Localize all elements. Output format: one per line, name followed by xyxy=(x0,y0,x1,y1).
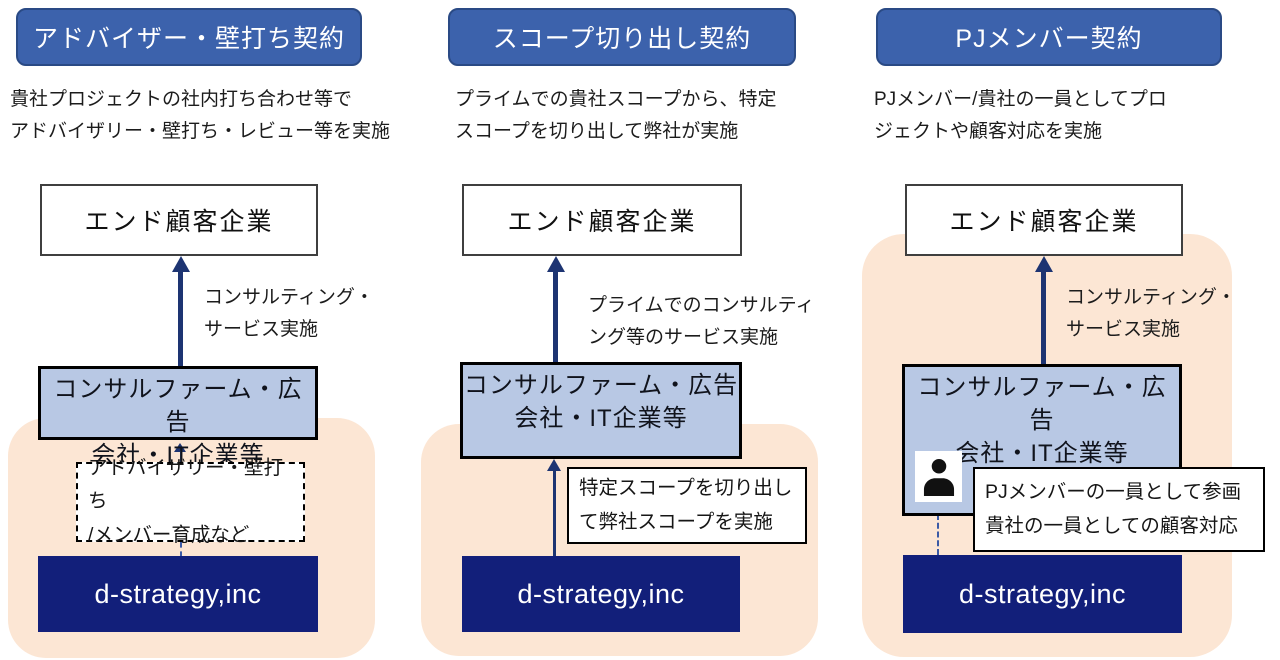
support-arrow-dashed-line xyxy=(180,451,182,462)
scope-arrow-stem xyxy=(553,470,556,556)
d-strategy-box: d-strategy,inc xyxy=(903,555,1182,633)
service-arrow-label: プライムでのコンサルティ ング等のサービス実施 xyxy=(588,295,815,349)
end-customer-box: エンド顧客企業 xyxy=(40,184,318,256)
support-arrow-head xyxy=(174,443,186,452)
support-connector-dashed-line xyxy=(180,542,182,557)
d-strategy-box: d-strategy,inc xyxy=(38,556,318,632)
person-icon xyxy=(915,451,962,502)
service-arrow-head xyxy=(1035,256,1053,272)
contract-type-header: PJメンバー契約 xyxy=(876,8,1222,66)
contract-description: PJメンバー/貴社の一員としてプロ ジェクトや顧客対応を実施 xyxy=(874,89,1167,142)
contract-type-header: スコープ切り出し契約 xyxy=(448,8,796,66)
consulting-firm-box: コンサルファーム・広告 会社・IT企業等 xyxy=(460,362,742,459)
service-arrow-stem xyxy=(1041,271,1046,364)
end-customer-box: エンド顧客企業 xyxy=(905,184,1183,256)
consulting-firm-box: コンサルファーム・広告 会社・IT企業等 xyxy=(38,366,318,469)
service-arrow-stem xyxy=(553,271,558,363)
member-arrow-dashed-line xyxy=(937,514,939,555)
d-strategy-box: d-strategy,inc xyxy=(462,556,740,632)
engagement-note-box: アドバイザリー・壁打ち /メンバー育成など xyxy=(76,457,305,546)
service-arrow-label: コンサルティング・ サービス実施 xyxy=(204,287,374,341)
service-arrow-label: コンサルティング・ サービス実施 xyxy=(1066,287,1236,341)
end-customer-box: エンド顧客企業 xyxy=(462,184,742,256)
engagement-note-box: 特定スコープを切り出し て弊社スコープを実施 xyxy=(567,467,807,544)
service-arrow-head xyxy=(547,256,565,272)
scope-arrow-head xyxy=(547,459,561,471)
contract-description: 貴社プロジェクトの社内打ち合わせ等で アドバイザリー・壁打ち・レビュー等を実施 xyxy=(10,89,391,142)
contract-description: プライムでの貴社スコープから、特定 スコープを切り出して弊社が実施 xyxy=(455,89,777,142)
engagement-note-box: PJメンバーの一員として参画 貴社の一員としての顧客対応 xyxy=(973,467,1265,552)
service-arrow-head xyxy=(172,256,190,272)
service-arrow-stem xyxy=(178,271,183,367)
contract-type-header: アドバイザー・壁打ち契約 xyxy=(16,8,362,66)
